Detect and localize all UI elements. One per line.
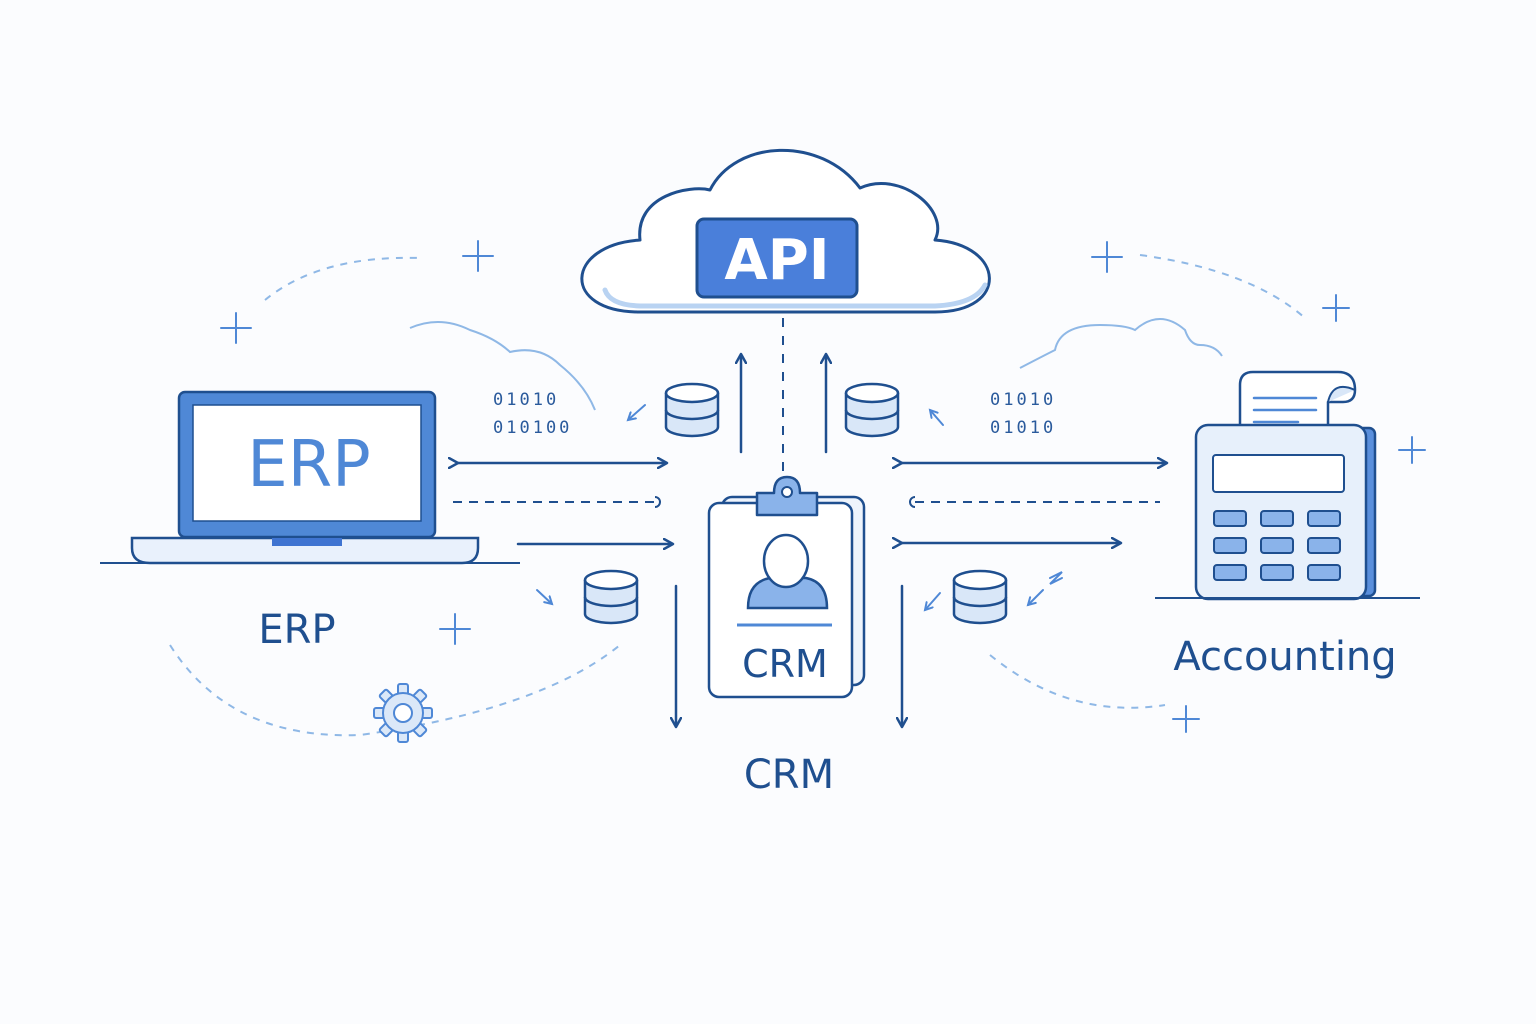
faint-cloud-right-icon bbox=[1019, 318, 1223, 369]
binary-stream: 01010 bbox=[493, 390, 559, 410]
sparkle-icon bbox=[1398, 436, 1426, 464]
binary-stream: 01010 bbox=[990, 418, 1056, 438]
background-dashed-arcs bbox=[169, 254, 1306, 737]
arc-bottom-right bbox=[989, 654, 1166, 709]
user-avatar-icon bbox=[746, 533, 829, 610]
sparkle-icon bbox=[1172, 705, 1200, 733]
database-icon bbox=[952, 569, 1008, 625]
background-clouds bbox=[409, 318, 1223, 411]
sparkle-icon bbox=[439, 613, 471, 645]
database-icons bbox=[583, 382, 1008, 625]
laptop-screen bbox=[192, 404, 422, 522]
sparkle-icon bbox=[220, 312, 252, 344]
api-badge bbox=[695, 217, 859, 299]
api-cloud: API bbox=[580, 148, 991, 492]
keypad bbox=[1213, 510, 1341, 581]
accounting-label: Accounting bbox=[1173, 634, 1396, 680]
erp-label: ERP bbox=[258, 607, 335, 653]
api-badge-text: API bbox=[724, 228, 829, 293]
accounting-register bbox=[1155, 370, 1420, 601]
crm-badge-text: CRM bbox=[742, 642, 828, 686]
binary-stream: 01010 bbox=[990, 390, 1056, 410]
gear-icon bbox=[373, 683, 433, 743]
erp-screen-text: ERP bbox=[247, 428, 371, 502]
database-icon bbox=[583, 569, 639, 625]
sparkle-icon bbox=[1091, 241, 1123, 273]
database-icon bbox=[844, 382, 900, 438]
dashed-connectors bbox=[453, 496, 1160, 508]
register-display bbox=[1212, 454, 1345, 493]
database-icon bbox=[664, 382, 720, 438]
crm-clipboard: CRM bbox=[707, 475, 866, 699]
arc-top-right bbox=[1139, 254, 1306, 319]
sparkle-icon bbox=[1322, 294, 1350, 322]
cloud-highlight bbox=[602, 282, 988, 309]
sparkles bbox=[220, 240, 1426, 733]
crm-label: CRM bbox=[744, 752, 834, 798]
erp-laptop: ERP bbox=[100, 390, 520, 565]
binary-stream: 010100 bbox=[493, 418, 572, 438]
sparkle-icon bbox=[462, 240, 494, 272]
small-accent-arrows bbox=[536, 404, 1063, 610]
faint-cloud-left-icon bbox=[409, 320, 596, 411]
arc-top-left bbox=[264, 256, 421, 301]
laptop-notch bbox=[272, 538, 342, 546]
flow-arrows bbox=[457, 355, 1166, 726]
